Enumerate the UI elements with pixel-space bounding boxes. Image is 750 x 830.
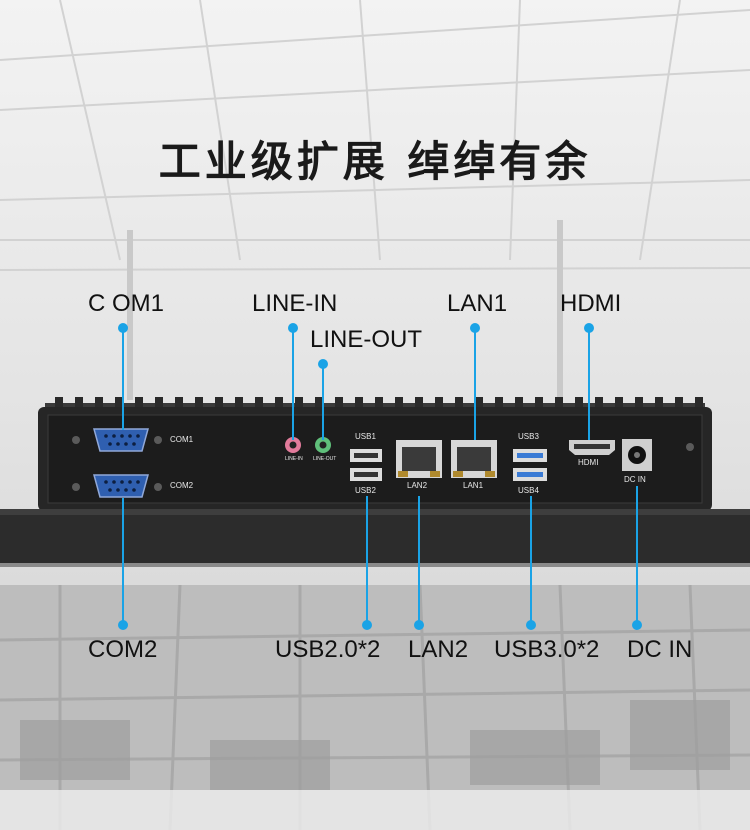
line-out-jack [315, 437, 331, 453]
monitor-bezel [0, 509, 750, 567]
screw [72, 436, 80, 444]
com1-port [93, 428, 149, 452]
lan2-port [396, 440, 442, 478]
panel-label-com2: COM2 [170, 481, 194, 490]
usb1-port [350, 449, 382, 462]
usb2-port [350, 468, 382, 481]
callout-lan2: LAN2 [408, 636, 469, 663]
leader-line-lan2 [418, 496, 420, 622]
leader-line-hdmi [588, 328, 590, 440]
panel-label-lan1: LAN1 [463, 481, 484, 490]
callout-line-out: LINE-OUT [310, 326, 423, 353]
callout-com2: COM2 [88, 636, 158, 663]
headline: 工业级扩展 绰绰有余 [158, 137, 592, 186]
com2-port [93, 474, 149, 498]
usb3-port [513, 449, 547, 462]
leader-dot-com2 [118, 620, 128, 630]
callout-lan1: LAN1 [447, 290, 508, 317]
lan1-port [451, 440, 497, 478]
panel-label-usb2: USB2 [355, 486, 376, 495]
callout-dc-in: DC IN [627, 636, 693, 663]
panel-label-line-out: LINE-OUT [313, 456, 337, 462]
panel-label-lan2: LAN2 [407, 481, 428, 490]
panel-label-dc-in: DC IN [624, 475, 646, 484]
callout-line-in: LINE-IN [252, 290, 338, 317]
device-rear-panel [0, 397, 750, 567]
callout-usb20: USB2.0*2 [275, 636, 381, 663]
dc-in-jack [622, 439, 652, 471]
line-in-jack [285, 437, 301, 453]
screw [154, 436, 162, 444]
leader-dot-usb30 [526, 620, 536, 630]
panel-label-usb1: USB1 [355, 432, 376, 441]
leader-line-line-in [292, 328, 294, 440]
panel-label-usb4: USB4 [518, 486, 539, 495]
hdmi-port [569, 440, 615, 455]
panel-label-com1: COM1 [170, 435, 194, 444]
leader-dot-usb20 [362, 620, 372, 630]
callout-hdmi: HDMI [560, 290, 622, 317]
leader-line-lan1 [474, 328, 476, 440]
panel-label-usb3: USB3 [518, 432, 539, 441]
screw [686, 443, 694, 451]
leader-line-line-out [322, 364, 324, 440]
leader-line-dc-in [636, 486, 638, 622]
leader-dot-lan2 [414, 620, 424, 630]
panel-label-line-in: LINE-IN [285, 456, 303, 462]
leader-line-usb20 [366, 496, 368, 622]
leader-line-com2 [122, 498, 124, 622]
leader-dot-dc-in [632, 620, 642, 630]
usb4-port [513, 468, 547, 481]
leader-line-usb30 [530, 496, 532, 622]
callout-com1: C OM1 [88, 290, 165, 317]
panel-label-hdmi: HDMI [578, 458, 599, 467]
leader-line-com1 [122, 328, 124, 430]
screw [72, 483, 80, 491]
callout-usb30: USB3.0*2 [494, 636, 600, 663]
screw [154, 483, 162, 491]
